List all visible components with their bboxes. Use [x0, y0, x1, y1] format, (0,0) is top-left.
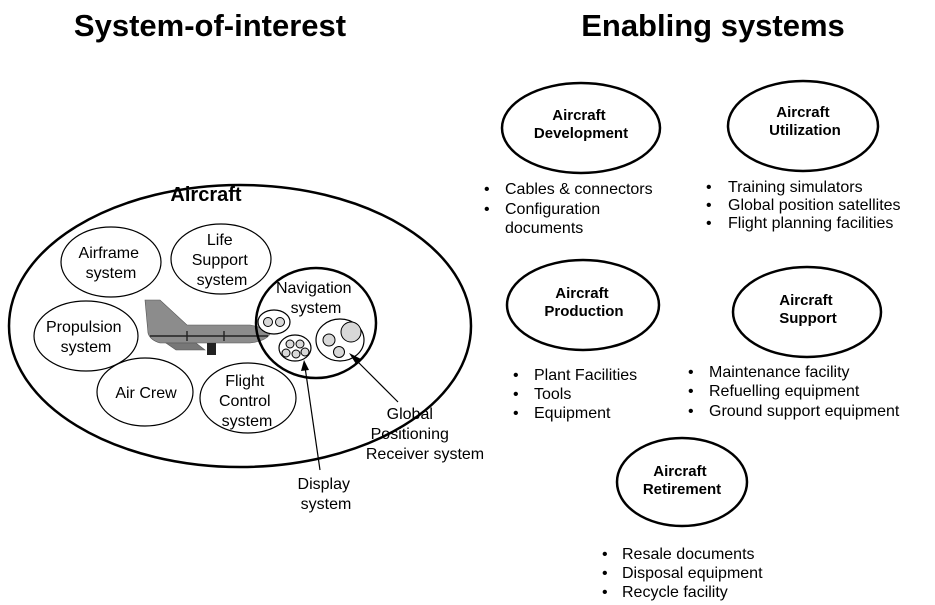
development-items: • Cables & connectors • Configuration docu…: [484, 181, 653, 237]
aircraft-retirement: [615, 436, 749, 528]
list-item: Configuration: [505, 201, 600, 218]
utilization-label: Aircraft Utilization: [769, 104, 841, 139]
navigation-system: [254, 266, 378, 380]
list-item: Tools: [534, 386, 571, 403]
air-crew-label: Air Crew: [115, 385, 177, 402]
svg-text:•: •: [688, 383, 694, 400]
list-item: Flight planning facilities: [728, 215, 893, 232]
aircraft-production: [505, 258, 661, 352]
production-items: • Plant Facilities • Tools • Equipment: [513, 367, 637, 422]
utilization-items: • Training simulators • Global position sa…: [706, 179, 901, 232]
svg-text:•: •: [513, 386, 519, 403]
gps-receiver-label: Global Positioning Receiver system: [366, 406, 484, 463]
svg-text:•: •: [484, 201, 490, 218]
display-pointer-arrowhead: [301, 360, 309, 371]
svg-text:•: •: [706, 215, 712, 232]
list-item: Training simulators: [728, 179, 863, 196]
display-label: Display system: [298, 476, 355, 513]
aircraft-label: Aircraft: [170, 184, 241, 206]
gps-pointer-line: [353, 357, 399, 403]
navigation-label: Navigation system: [276, 280, 356, 317]
aircraft-support: [731, 265, 883, 359]
support-items: • Maintenance facility • Refuelling equipm…: [688, 364, 900, 420]
list-item: documents: [505, 220, 583, 237]
list-item: Plant Facilities: [534, 367, 637, 384]
svg-text:•: •: [513, 367, 519, 384]
production-label: Aircraft Production: [544, 285, 623, 320]
svg-text:•: •: [706, 179, 712, 196]
propulsion-label: Propulsion system: [46, 319, 126, 356]
list-item: Resale documents: [622, 546, 755, 563]
gps-receiver-cluster: [315, 318, 365, 362]
list-item: Ground support equipment: [709, 403, 900, 420]
list-item: Cables & connectors: [505, 181, 653, 198]
svg-text:•: •: [513, 405, 519, 422]
retirement-items: • Resale documents • Disposal equipment • R…: [602, 546, 763, 601]
nav-component-a: [257, 309, 291, 335]
gps-pointer-arrowhead: [349, 353, 361, 364]
list-item: Disposal equipment: [622, 565, 763, 582]
svg-text:•: •: [602, 584, 608, 601]
svg-text:•: •: [602, 546, 608, 563]
display-system-cluster: [278, 334, 312, 362]
airframe-system: [60, 226, 162, 298]
aircraft-utilization: [726, 79, 880, 173]
propulsion-system: [33, 300, 139, 372]
list-item: Global position satellites: [728, 197, 901, 214]
support-label: Aircraft Support: [779, 292, 837, 327]
svg-text:•: •: [484, 181, 490, 198]
development-label: Aircraft Development: [534, 107, 628, 142]
list-item: Recycle facility: [622, 584, 728, 601]
air-crew: [96, 357, 194, 427]
flight-control-system: [199, 362, 297, 434]
svg-text:•: •: [688, 364, 694, 381]
list-item: Refuelling equipment: [709, 383, 860, 400]
svg-text:•: •: [706, 197, 712, 214]
airframe-label: Airframe system: [79, 245, 144, 282]
right-title: Enabling systems: [581, 8, 845, 43]
life-support-system: [170, 223, 272, 295]
life-support-label: Life Support system: [192, 232, 253, 289]
aircraft-development: [500, 81, 662, 175]
svg-text:•: •: [688, 403, 694, 420]
list-item: Equipment: [534, 405, 611, 422]
list-item: Maintenance facility: [709, 364, 850, 381]
left-title: System-of-interest: [74, 8, 346, 43]
retirement-label: Aircraft Retirement: [643, 463, 721, 498]
svg-text:•: •: [602, 565, 608, 582]
display-pointer-line: [304, 366, 321, 471]
flight-control-label: Flight Control system: [219, 373, 275, 430]
